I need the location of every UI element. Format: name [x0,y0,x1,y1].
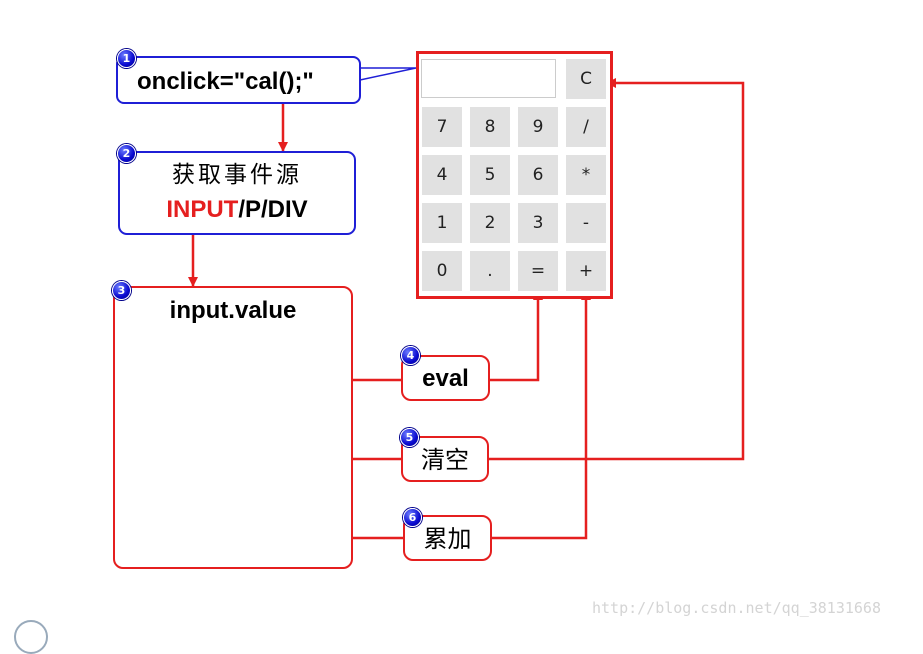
calc-key[interactable]: 6 [518,155,558,195]
calc-key[interactable]: . [470,251,510,291]
calc-key[interactable]: * [566,155,606,195]
other-types-label: /P/DIV [238,196,308,223]
calculator-display[interactable] [421,59,556,98]
calc-key[interactable]: 3 [518,203,558,243]
calc-key[interactable]: 1 [422,203,462,243]
accumulate-label: 累加 [423,525,472,553]
arrow-eval-to-equals [490,290,543,382]
input-value-box [113,286,353,569]
calc-key[interactable]: 9 [518,107,558,147]
calc-key[interactable]: / [566,107,606,147]
step-badge-4: 4 [401,346,420,365]
arrow-accumulate-to-plus [492,290,591,540]
step-badge-6: 6 [403,508,422,527]
event-source-label: 获取事件源 [172,162,302,188]
step-badge-1: 1 [117,49,136,68]
accumulate-box [403,515,492,561]
input-value-label: input.value [169,297,297,324]
step-badge-3: 3 [112,281,131,300]
event-source-box [118,151,356,235]
calc-key[interactable]: 5 [470,155,510,195]
onclick-label: onclick="cal();" [137,68,314,95]
clear-label: 清空 [421,446,469,474]
callout-tail [354,67,417,81]
site-logo-icon [14,620,48,654]
step-badge-2: 2 [117,144,136,163]
calc-key[interactable]: - [566,203,606,243]
calc-key[interactable]: 2 [470,203,510,243]
arrow-clear-to-c [489,78,745,461]
calc-key[interactable]: 7 [422,107,462,147]
connector-layer [188,67,745,540]
input-type-label: INPUT [166,196,239,223]
calc-key-equals[interactable]: = [518,251,558,291]
calc-key[interactable]: 0 [422,251,462,291]
calc-key-clear[interactable]: C [566,59,606,99]
watermark-url: http://blog.csdn.net/qq_38131668 [592,599,881,617]
calc-key-plus[interactable]: + [566,251,606,291]
step-badge-5: 5 [400,428,419,447]
eval-box [401,355,490,401]
eval-label: eval [422,365,469,392]
calc-key[interactable]: 8 [470,107,510,147]
onclick-box [116,56,361,104]
calc-key[interactable]: 4 [422,155,462,195]
event-source-types: INPUT/P/DIV [118,195,356,225]
